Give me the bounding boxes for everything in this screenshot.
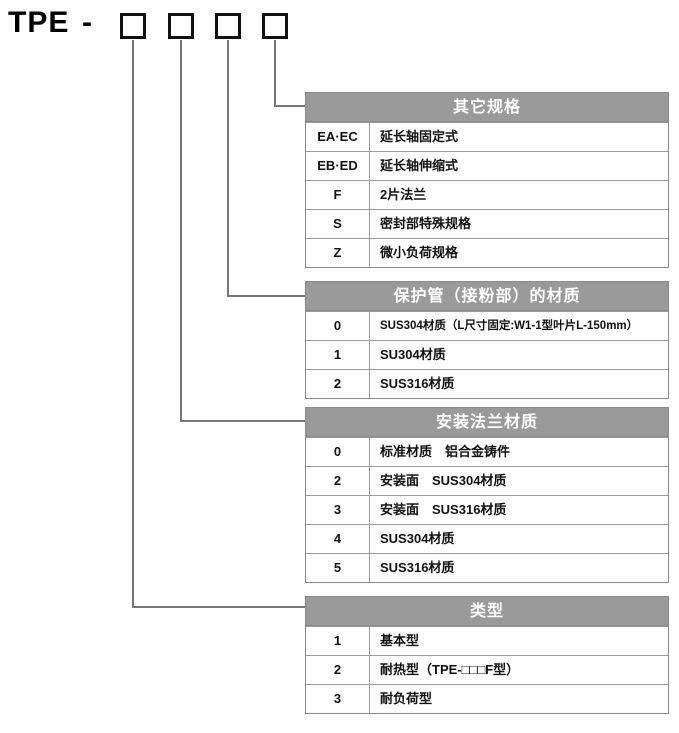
spec-description: 延长轴固定式 bbox=[380, 129, 459, 144]
table-row: 2 耐热型（TPE-□□□F型） bbox=[306, 655, 668, 684]
table-row: 2 安装面 SUS304材质 bbox=[306, 466, 668, 495]
spec-code: 1 bbox=[306, 627, 370, 655]
table-row: 1 基本型 bbox=[306, 626, 668, 655]
spec-code: EA·EC bbox=[306, 123, 370, 151]
spec-description: 耐热型（TPE-□□□F型） bbox=[380, 662, 520, 677]
spec-code: 3 bbox=[306, 496, 370, 524]
table-row: Z 微小负荷规格 bbox=[306, 238, 668, 267]
spec-code: F bbox=[306, 181, 370, 209]
spec-code: S bbox=[306, 210, 370, 238]
spec-description: SUS316材质 bbox=[380, 560, 455, 575]
spec-table-mounting-flange-material: 安装法兰材质 0 标准材质 铝合金铸件 2 安装面 SUS304材质 3 安装面… bbox=[305, 407, 669, 583]
model-code-box-3[interactable] bbox=[215, 13, 241, 39]
table-row: 1 SU304材质 bbox=[306, 340, 668, 369]
spec-code: 5 bbox=[306, 554, 370, 582]
spec-code: 0 bbox=[306, 312, 370, 340]
spec-description: 延长轴伸缩式 bbox=[380, 158, 459, 173]
connector-line-horizontal-3 bbox=[180, 420, 307, 422]
spec-description: 2片法兰 bbox=[380, 187, 427, 202]
spec-description: 微小负荷规格 bbox=[380, 245, 459, 260]
model-separator-label: - bbox=[82, 6, 92, 39]
table-row: S 密封部特殊规格 bbox=[306, 209, 668, 238]
spec-code: 1 bbox=[306, 341, 370, 369]
spec-code: 2 bbox=[306, 370, 370, 398]
spec-description: SUS304材质（L尺寸固定:W1-1型叶片L-150mm） bbox=[380, 320, 639, 332]
spec-description: 耐负荷型 bbox=[380, 691, 433, 706]
connector-line-horizontal-4 bbox=[132, 606, 307, 608]
table-row: 0 标准材质 铝合金铸件 bbox=[306, 437, 668, 466]
model-code-box-1[interactable] bbox=[120, 13, 146, 39]
model-code-box-4[interactable] bbox=[262, 13, 288, 39]
table-row: 2 SUS316材质 bbox=[306, 369, 668, 398]
spec-code: 3 bbox=[306, 685, 370, 713]
table-row: 3 耐负荷型 bbox=[306, 684, 668, 713]
table-row: F 2片法兰 bbox=[306, 180, 668, 209]
table-row: EA·EC 延长轴固定式 bbox=[306, 122, 668, 151]
spec-table-other-specifications: 其它规格 EA·EC 延长轴固定式 EB·ED 延长轴伸缩式 F 2片法兰 S … bbox=[305, 92, 669, 268]
table-row: 5 SUS316材质 bbox=[306, 553, 668, 582]
table-row: 3 安装面 SUS316材质 bbox=[306, 495, 668, 524]
spec-description: SUS316材质 bbox=[380, 376, 455, 391]
connector-line-horizontal-1 bbox=[274, 105, 307, 107]
spec-description: SUS304材质 bbox=[380, 531, 455, 546]
model-code-box-2[interactable] bbox=[168, 13, 194, 39]
spec-table-protective-tube-material: 保护管（接粉部）的材质 0 SUS304材质（L尺寸固定:W1-1型叶片L-15… bbox=[305, 281, 669, 399]
spec-table-title: 保护管（接粉部）的材质 bbox=[306, 282, 668, 311]
spec-description: 密封部特殊规格 bbox=[380, 216, 472, 231]
spec-description: 基本型 bbox=[380, 633, 420, 648]
spec-description: SU304材质 bbox=[380, 347, 446, 362]
spec-code: 0 bbox=[306, 438, 370, 466]
connector-line-vertical-2 bbox=[227, 40, 229, 297]
connector-line-vertical-4 bbox=[132, 40, 134, 608]
spec-table-title: 其它规格 bbox=[306, 93, 668, 122]
spec-code: EB·ED bbox=[306, 152, 370, 180]
model-prefix-label: TPE bbox=[8, 6, 70, 39]
spec-code: 4 bbox=[306, 525, 370, 553]
spec-code: 2 bbox=[306, 656, 370, 684]
connector-line-vertical-1 bbox=[274, 40, 276, 106]
model-code-header: TPE - bbox=[0, 0, 679, 60]
spec-description: 标准材质 铝合金铸件 bbox=[380, 444, 511, 459]
table-row: EB·ED 延长轴伸缩式 bbox=[306, 151, 668, 180]
table-row: 4 SUS304材质 bbox=[306, 524, 668, 553]
spec-description: 安装面 SUS316材质 bbox=[380, 502, 507, 517]
spec-table-type: 类型 1 基本型 2 耐热型（TPE-□□□F型） 3 耐负荷型 bbox=[305, 596, 669, 714]
table-row: 0 SUS304材质（L尺寸固定:W1-1型叶片L-150mm） bbox=[306, 311, 668, 340]
spec-code: Z bbox=[306, 239, 370, 267]
connector-line-horizontal-2 bbox=[227, 295, 307, 297]
spec-description: 安装面 SUS304材质 bbox=[380, 473, 507, 488]
connector-line-vertical-3 bbox=[180, 40, 182, 422]
spec-table-title: 安装法兰材质 bbox=[306, 408, 668, 437]
spec-code: 2 bbox=[306, 467, 370, 495]
spec-table-title: 类型 bbox=[306, 597, 668, 626]
